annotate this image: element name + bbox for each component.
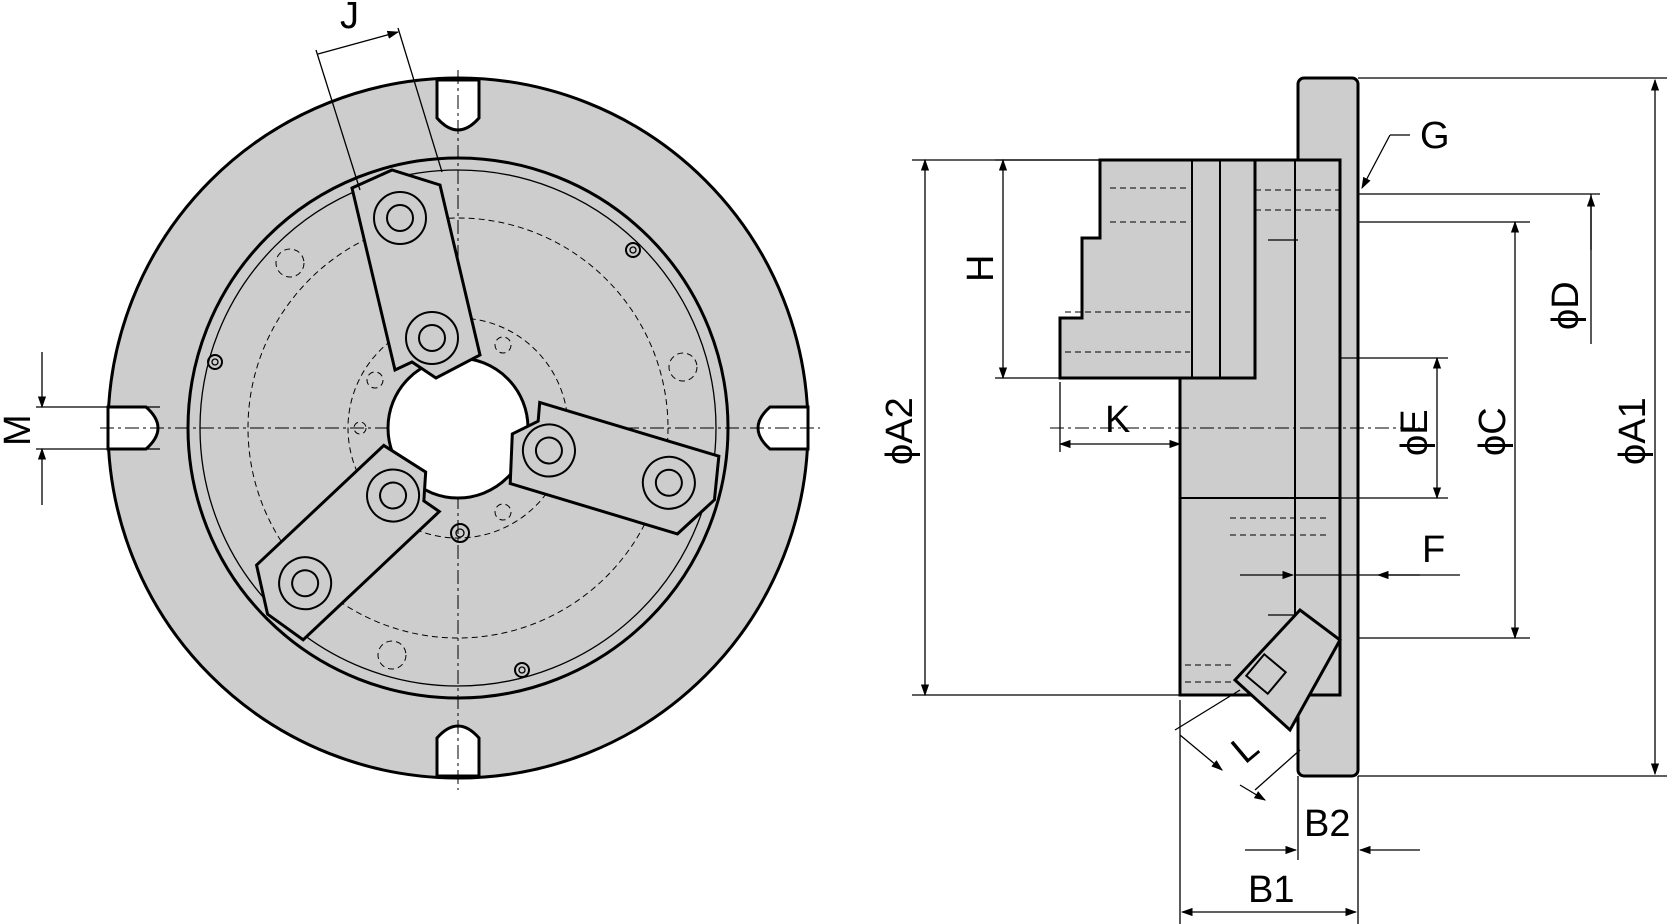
pinion xyxy=(1232,607,1342,733)
dim-B1: B1 xyxy=(1179,700,1359,924)
label-K: K xyxy=(1105,399,1130,441)
jaw-top xyxy=(350,168,482,380)
label-G: G xyxy=(1420,115,1450,157)
side-jaw xyxy=(1058,158,1257,380)
dim-B2: B2 xyxy=(1245,776,1420,860)
label-C: ϕC xyxy=(1472,407,1514,456)
label-B1: B1 xyxy=(1248,869,1294,911)
dim-J: J xyxy=(315,0,443,191)
jaw-right xyxy=(508,400,721,536)
label-F: F xyxy=(1422,529,1445,571)
dim-C: ϕC xyxy=(1358,220,1530,640)
label-M: M xyxy=(0,414,39,446)
dim-G: G xyxy=(1361,115,1450,190)
dim-D: ϕD xyxy=(1358,193,1600,344)
dim-M: M xyxy=(0,352,160,505)
dim-A2: ϕA2 xyxy=(879,158,1180,697)
label-J: J xyxy=(340,0,359,37)
dim-F: F xyxy=(1240,529,1460,580)
side-view: G H ϕA2 K xyxy=(879,76,1667,924)
jaw-left xyxy=(254,443,442,642)
dim-K: K xyxy=(1058,382,1182,452)
label-B2: B2 xyxy=(1304,803,1350,845)
label-E: ϕE xyxy=(1394,409,1436,456)
label-A1: ϕA1 xyxy=(1612,397,1654,465)
label-H: H xyxy=(960,255,1002,282)
label-A2: ϕA2 xyxy=(879,397,921,465)
mounting-holes xyxy=(207,242,698,678)
front-view: J M xyxy=(0,0,820,790)
dim-A1: ϕA1 xyxy=(1358,77,1667,777)
label-L: L xyxy=(1224,726,1267,772)
dim-H: H xyxy=(960,158,1110,380)
dim-E: ϕE xyxy=(1340,356,1448,500)
label-D: ϕD xyxy=(1545,281,1587,330)
